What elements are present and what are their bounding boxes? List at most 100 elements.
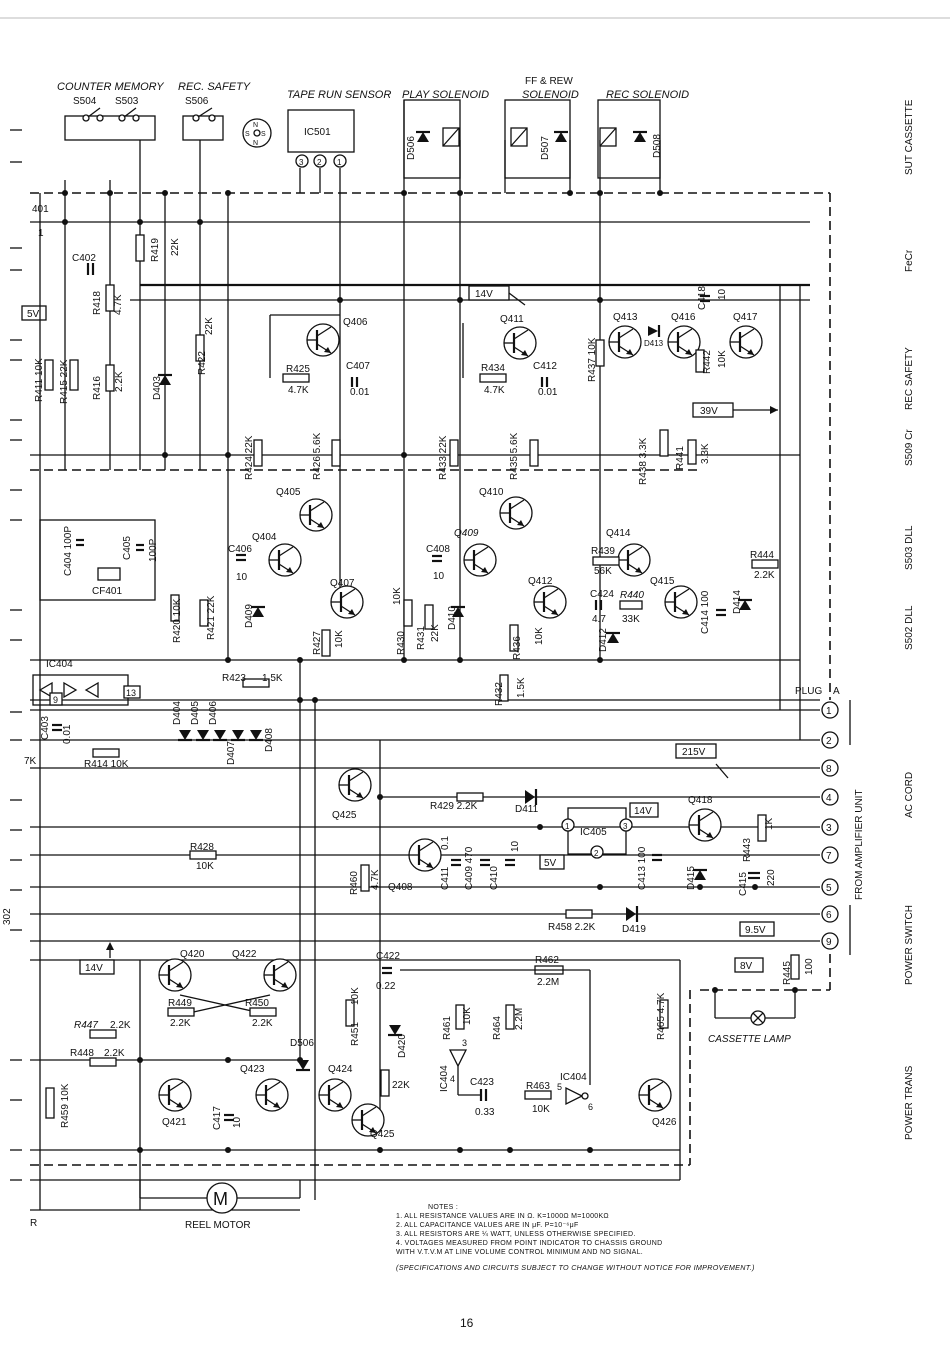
svg-text:10K: 10K: [717, 350, 728, 368]
ffrew-solenoid: D507: [504, 99, 571, 179]
svg-text:R451: R451: [350, 1022, 361, 1046]
svg-text:13: 13: [126, 688, 136, 698]
notes-title: NOTES :: [428, 1204, 459, 1211]
svg-text:R423: R423: [222, 673, 246, 684]
svg-text:Q418: Q418: [688, 795, 713, 806]
svg-text:0.33: 0.33: [475, 1107, 495, 1118]
svg-text:1.5K: 1.5K: [516, 677, 527, 698]
svg-text:Q406: Q406: [343, 317, 368, 328]
svg-text:1: 1: [826, 706, 832, 717]
plug-label: PLUG: [795, 686, 822, 697]
page-number: 16: [460, 1316, 474, 1330]
svg-text:22K: 22K: [170, 238, 181, 256]
note-line: 1. ALL RESISTANCE VALUES ARE IN Ω. K=100…: [396, 1213, 609, 1220]
voltage-9-5v: 9.5V: [745, 925, 766, 936]
svg-text:10K: 10K: [462, 1007, 473, 1025]
svg-text:CF401: CF401: [92, 586, 122, 597]
svg-text:10: 10: [717, 288, 728, 300]
q406: [305, 322, 341, 358]
voltage-14v-c: 14V: [85, 963, 103, 974]
svg-text:C411: C411: [440, 866, 451, 890]
svg-text:R436: R436: [512, 636, 523, 660]
note-line: 4. VOLTAGES MEASURED FROM POINT INDICATO…: [396, 1240, 663, 1247]
svg-text:10K: 10K: [350, 987, 361, 1005]
svg-text:D407: D407: [226, 741, 237, 765]
svg-text:Q414: Q414: [606, 528, 631, 539]
svg-text:D406: D406: [208, 701, 219, 725]
svg-text:Q409: Q409: [454, 528, 479, 539]
svg-text:R464: R464: [492, 1016, 503, 1040]
svg-text:4.7K: 4.7K: [370, 869, 381, 890]
svg-text:D414: D414: [732, 590, 743, 614]
svg-text:R444: R444: [750, 550, 774, 561]
svg-text:R440: R440: [620, 590, 644, 601]
svg-text:R422: R422: [197, 351, 208, 375]
svg-text:R424 22K: R424 22K: [244, 435, 255, 480]
cassette-lamp-icon: [714, 990, 796, 1026]
play-solenoid-label: PLAY SOLENOID: [402, 89, 489, 101]
q417: [728, 324, 764, 360]
svg-text:5: 5: [557, 1082, 562, 1092]
svg-text:D412: D412: [598, 628, 609, 652]
q425-upper: [337, 767, 373, 803]
play-solenoid: D506: [403, 99, 461, 179]
svg-text:6: 6: [826, 910, 832, 921]
q414: [616, 542, 652, 578]
svg-text:C402: C402: [72, 253, 96, 264]
svg-text:R449: R449: [168, 998, 192, 1009]
counter-memory-label: COUNTER MEMORY: [57, 81, 164, 93]
svg-text:R419: R419: [150, 238, 161, 262]
svg-text:R429 2.2K: R429 2.2K: [430, 801, 478, 812]
svg-text:C409 470: C409 470: [464, 846, 475, 890]
svg-text:POWER SWITCH: POWER SWITCH: [904, 905, 915, 985]
svg-text:SUT CASSETTE: SUT CASSETTE: [904, 99, 915, 175]
svg-text:Q408: Q408: [388, 882, 413, 893]
svg-text:R458 2.2K: R458 2.2K: [548, 922, 596, 933]
svg-text:N: N: [253, 140, 258, 147]
svg-text:C408: C408: [426, 544, 450, 555]
svg-text:D405: D405: [190, 701, 201, 725]
svg-text:R447: R447: [74, 1020, 98, 1031]
spec-disclaimer: (SPECIFICATIONS AND CIRCUITS SUBJECT TO …: [396, 1263, 755, 1272]
svg-text:3: 3: [623, 822, 628, 831]
svg-text:IC405: IC405: [580, 827, 607, 838]
svg-text:3.3K: 3.3K: [700, 443, 711, 464]
svg-text:R433 22K: R433 22K: [438, 435, 449, 480]
svg-text:5: 5: [826, 883, 832, 894]
svg-text:10K: 10K: [532, 1104, 550, 1115]
svg-text:D508: D508: [652, 134, 663, 158]
svg-text:C424: C424: [590, 589, 614, 600]
svg-text:1: 1: [38, 228, 44, 239]
svg-text:C415: C415: [738, 872, 749, 896]
svg-text:D419: D419: [622, 924, 646, 935]
svg-text:302: 302: [2, 908, 13, 925]
svg-text:2.2K: 2.2K: [252, 1018, 273, 1029]
svg-text:Q407: Q407: [330, 578, 355, 589]
svg-text:D506: D506: [290, 1038, 314, 1049]
svg-text:R411 10K: R411 10K: [34, 358, 45, 402]
svg-text:10: 10: [510, 840, 521, 852]
svg-text:R421 22K: R421 22K: [206, 595, 217, 640]
counter-memory-switches[interactable]: [64, 107, 156, 141]
ffrew-label-2: SOLENOID: [522, 89, 579, 101]
svg-text:Q415: Q415: [650, 576, 675, 587]
rec-safety-switch[interactable]: [182, 107, 224, 141]
svg-text:D410: D410: [447, 606, 458, 630]
rec-solenoid-label: REC SOLENOID: [606, 89, 689, 101]
svg-text:C413 100: C413 100: [637, 846, 648, 890]
svg-text:8: 8: [826, 764, 832, 775]
svg-text:2: 2: [317, 158, 322, 167]
q422: [262, 957, 298, 993]
voltage-215v: 215V: [682, 747, 706, 758]
svg-text:D413: D413: [644, 339, 664, 348]
svg-text:C423: C423: [470, 1077, 494, 1088]
svg-text:Q417: Q417: [733, 312, 758, 323]
plug-pins[interactable]: 1 2 8 4 3 7 5 6 9: [821, 701, 839, 950]
svg-text:Q410: Q410: [479, 487, 504, 498]
svg-text:2.2K: 2.2K: [110, 1020, 131, 1031]
svg-text:R434: R434: [481, 363, 505, 374]
svg-text:C418: C418: [697, 286, 708, 310]
svg-text:R461: R461: [442, 1016, 453, 1040]
svg-text:Q423: Q423: [240, 1064, 265, 1075]
